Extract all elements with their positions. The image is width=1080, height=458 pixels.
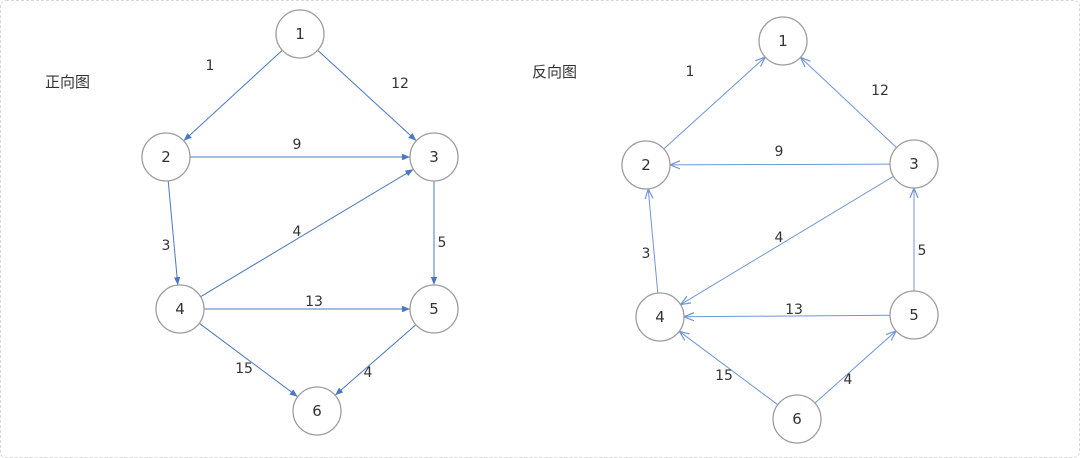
forward-graph-edges: [167, 49, 438, 398]
edge-2-to-4: [167, 180, 181, 286]
edge-weight-3-to-2: 9: [775, 144, 784, 160]
edge-weight-3-to-4: 4: [775, 230, 784, 246]
edge-weight-5-to-4: 13: [785, 302, 803, 318]
node-label-5: 5: [429, 300, 439, 318]
node-1: 1: [758, 16, 808, 66]
node-circle-1: [275, 9, 325, 59]
node-circle-2: [621, 140, 671, 190]
edge-weight-3-to-1: 12: [871, 83, 889, 99]
node-circle-4: [635, 292, 685, 342]
node-3: 3: [889, 139, 939, 189]
forward-graph-edge-labels: 1 12 9 3 4 5 13 15 4: [162, 58, 447, 381]
edge-weight-5-to-6: 4: [364, 365, 373, 381]
node-label-4: 4: [175, 300, 185, 318]
node-5: 5: [889, 290, 939, 340]
node-circle-6: [772, 394, 822, 444]
edge-4-to-2: [648, 189, 659, 294]
node-label-5: 5: [909, 306, 919, 324]
node-3: 3: [409, 132, 459, 182]
node-1: 1: [275, 9, 325, 59]
node-label-6: 6: [792, 410, 802, 428]
node-circle-4: [155, 284, 205, 334]
node-circle-5: [409, 284, 459, 334]
edge-weight-1-to-3: 12: [391, 76, 409, 92]
edge-3-to-1: [801, 57, 897, 148]
forward-graph-title: 正向图: [45, 73, 90, 91]
edge-3-to-4: [681, 175, 894, 304]
edge-weight-6-to-4: 15: [715, 368, 733, 384]
edge-5-to-6: [334, 324, 417, 396]
edge-weight-4-to-6: 15: [235, 361, 253, 377]
node-label-4: 4: [655, 308, 665, 326]
node-circle-1: [758, 16, 808, 66]
edge-weight-2-to-1: 1: [686, 64, 695, 80]
node-label-1: 1: [295, 25, 305, 43]
edge-2-to-1: [663, 57, 765, 150]
edge-weight-1-to-2: 1: [206, 58, 215, 74]
edge-weight-2-to-4: 3: [162, 238, 171, 254]
node-label-2: 2: [641, 156, 651, 174]
node-2: 2: [621, 140, 671, 190]
reverse-graph-title: 反向图: [532, 63, 577, 81]
node-label-1: 1: [778, 32, 788, 50]
node-circle-3: [889, 139, 939, 189]
node-4: 4: [155, 284, 205, 334]
edge-6-to-4: [679, 331, 778, 406]
edge-4-to-6: [199, 322, 298, 398]
edge-weight-2-to-3: 9: [293, 137, 302, 153]
node-4: 4: [635, 292, 685, 342]
edge-weight-4-to-3: 4: [293, 224, 302, 240]
node-circle-3: [409, 132, 459, 182]
edge-weight-6-to-5: 4: [844, 372, 853, 388]
node-label-2: 2: [161, 148, 171, 166]
reverse-graph-edge-labels: 1 12 9 3 4 5 13 15 4: [642, 64, 927, 388]
node-6: 6: [292, 386, 342, 436]
edge-weight-5-to-3: 5: [918, 243, 927, 259]
node-label-6: 6: [312, 402, 322, 420]
edge-weight-4-to-5: 13: [305, 294, 323, 310]
edge-6-to-5: [814, 331, 896, 404]
edge-1-to-3: [317, 49, 417, 142]
edge-3-to-2: [670, 164, 891, 165]
node-circle-2: [141, 132, 191, 182]
reverse-graph-edges: [648, 57, 914, 406]
node-5: 5: [409, 284, 459, 334]
node-label-3: 3: [909, 155, 919, 173]
edge-5-to-4: [684, 315, 891, 317]
edge-weight-4-to-2: 3: [642, 246, 651, 262]
edge-1-to-2: [183, 49, 283, 142]
edge-weight-3-to-5: 5: [438, 235, 447, 251]
node-label-3: 3: [429, 148, 439, 166]
node-circle-6: [292, 386, 342, 436]
node-6: 6: [772, 394, 822, 444]
edge-4-to-3: [200, 168, 414, 298]
node-circle-5: [889, 290, 939, 340]
node-2: 2: [141, 132, 191, 182]
